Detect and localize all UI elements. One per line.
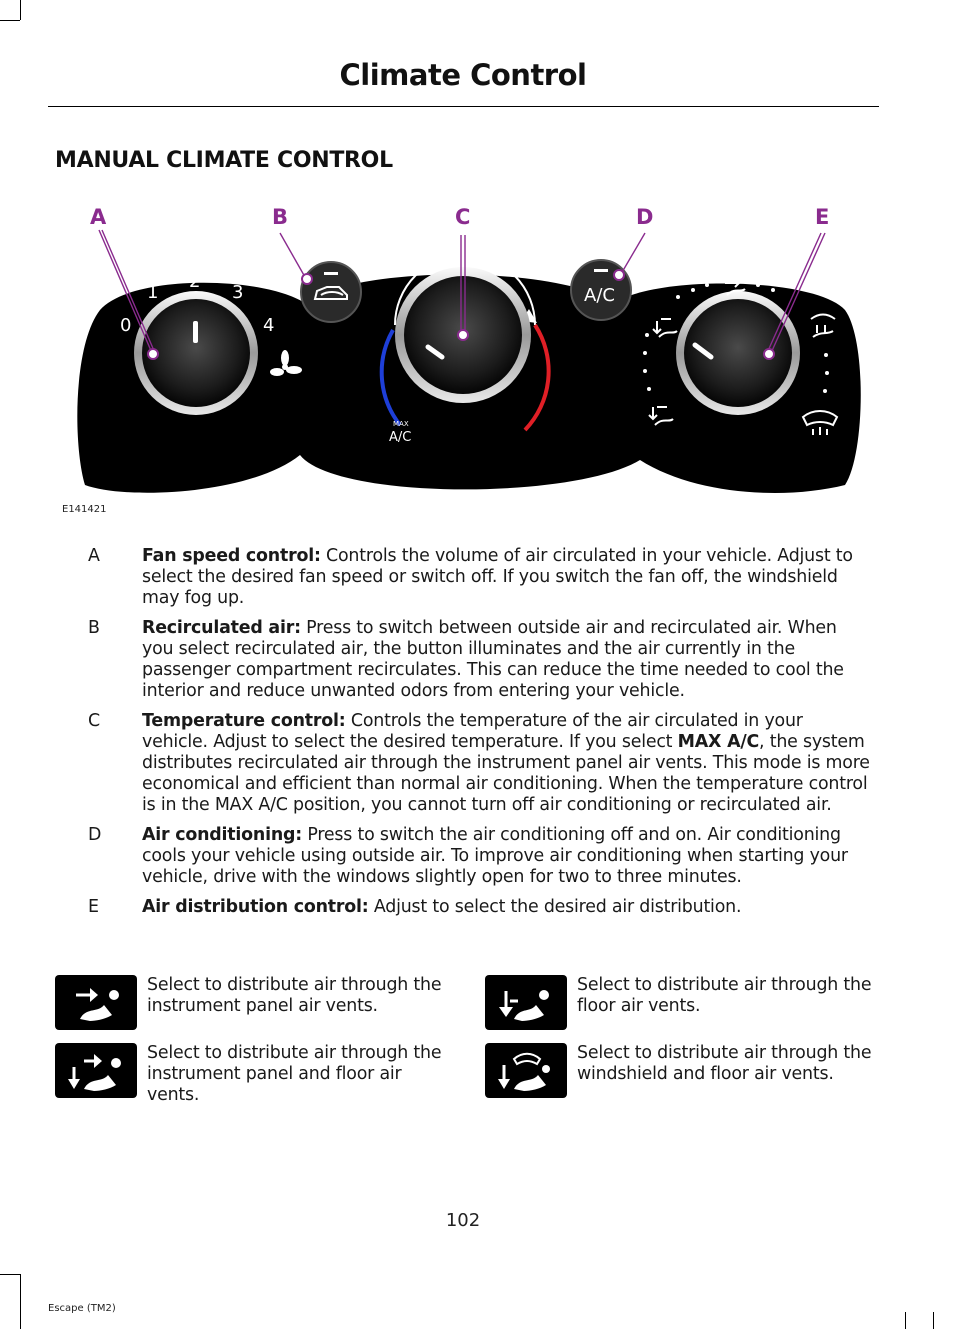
fan-speed-label: 0 bbox=[120, 315, 131, 336]
callout-letter: D bbox=[88, 825, 102, 845]
fan-icon bbox=[270, 350, 302, 376]
page-number: 102 bbox=[445, 1210, 481, 1231]
windshield-floor-vent-icon bbox=[810, 313, 836, 338]
temperature-knob-indicator bbox=[425, 344, 445, 360]
callout-text: Temperature control: Controls the temper… bbox=[142, 711, 870, 816]
fan-speed-label: 4 bbox=[263, 315, 274, 336]
callout-description: Controls the temperature of the air circ… bbox=[142, 711, 803, 752]
callout-text: Air distribution control: Adjust to sele… bbox=[142, 897, 870, 918]
fan-speed-label: 1 bbox=[147, 282, 158, 303]
mode-icon-box bbox=[55, 975, 137, 1030]
callout-description: Controls the volume of air circulated in… bbox=[142, 546, 853, 608]
fan-speed-label: 3 bbox=[232, 282, 243, 303]
mode-item: Select to distribute air through the flo… bbox=[485, 975, 877, 1030]
crop-mark bbox=[0, 20, 20, 21]
callout-list: A Fan speed control: Controls the volume… bbox=[62, 546, 870, 927]
figure-id: E141421 bbox=[62, 504, 107, 515]
crop-mark bbox=[0, 1274, 20, 1275]
callout-term: Recirculated air: bbox=[142, 618, 301, 638]
callout-letter: A bbox=[88, 546, 100, 566]
callout-item: C Temperature control: Controls the temp… bbox=[62, 711, 870, 816]
callout-description-cont: , the system distributes recirculated ai… bbox=[142, 732, 870, 815]
fan-speed-label: 2 bbox=[189, 271, 200, 292]
callout-term: Air conditioning: bbox=[142, 825, 303, 845]
max-ac-label: A/C bbox=[389, 430, 411, 445]
distribution-knob-indicator bbox=[692, 342, 714, 360]
panel-vent-icon bbox=[76, 987, 119, 1021]
mode-item: Select to distribute air through the win… bbox=[485, 1043, 877, 1098]
panel-floor-vent-icon bbox=[68, 1053, 121, 1091]
mode-icon-box bbox=[55, 1043, 137, 1098]
crop-mark bbox=[905, 1312, 906, 1329]
climate-control-figure: 0 1 2 3 4 MAX A/C A/C bbox=[55, 195, 870, 500]
callout-item: D Air conditioning: Press to switch the … bbox=[62, 825, 870, 888]
callout-item: A Fan speed control: Controls the volume… bbox=[62, 546, 870, 609]
callout-term: Temperature control: bbox=[142, 711, 346, 731]
callout-text: Fan speed control: Controls the volume o… bbox=[142, 546, 870, 609]
floor-vent-icon bbox=[648, 406, 674, 426]
callout-letter: B bbox=[88, 618, 100, 638]
callout-letter-b: B bbox=[272, 205, 288, 229]
fan-knob-indicator bbox=[193, 321, 198, 343]
mode-text: Select to distribute air through the flo… bbox=[577, 975, 872, 1016]
callout-letter-a: A bbox=[90, 205, 107, 229]
page-title: Climate Control bbox=[339, 58, 587, 92]
mode-icon-box bbox=[485, 1043, 567, 1098]
floor-vent-icon bbox=[499, 989, 549, 1021]
callout-letter-d: D bbox=[636, 205, 653, 229]
callout-description: Adjust to select the desired air distrib… bbox=[368, 897, 742, 917]
mode-item: Select to distribute air through the ins… bbox=[55, 975, 447, 1030]
callout-item: B Recirculated air: Press to switch betw… bbox=[62, 618, 870, 702]
callout-term: Air distribution control: bbox=[142, 897, 369, 917]
callout-text: Recirculated air: Press to switch betwee… bbox=[142, 618, 870, 702]
panel-vent-icon bbox=[725, 278, 746, 296]
footer-model: Escape (TM2) bbox=[48, 1303, 116, 1314]
mode-text: Select to distribute air through the ins… bbox=[147, 1043, 442, 1105]
title-rule bbox=[48, 106, 879, 107]
mode-text: Select to distribute air through the win… bbox=[577, 1043, 872, 1084]
max-label: MAX bbox=[393, 420, 409, 428]
recirculation-icon bbox=[313, 286, 348, 300]
panel-floor-vent-icon bbox=[652, 318, 678, 338]
crop-mark bbox=[20, 0, 21, 20]
climate-panel-illustration: 0 1 2 3 4 MAX A/C A/C bbox=[77, 205, 861, 493]
distribution-detents bbox=[643, 283, 829, 393]
distribution-knob[interactable] bbox=[684, 299, 792, 407]
callout-description: Press to switch the air conditioning off… bbox=[142, 825, 848, 887]
hot-scale bbox=[523, 323, 551, 432]
callout-strong: MAX A/C bbox=[677, 732, 760, 752]
cold-scale bbox=[379, 329, 402, 427]
callout-text: Air conditioning: Press to switch the ai… bbox=[142, 825, 870, 888]
ac-indicator bbox=[594, 269, 608, 272]
mode-item: Select to distribute air through the ins… bbox=[55, 1043, 447, 1106]
mode-icon-box bbox=[485, 975, 567, 1030]
callout-letter-e: E bbox=[815, 205, 829, 229]
fan-knob[interactable] bbox=[142, 299, 250, 407]
section-heading: MANUAL CLIMATE CONTROL bbox=[55, 148, 393, 173]
callout-letter: C bbox=[88, 711, 100, 731]
callout-description: Press to switch between outside air and … bbox=[142, 618, 844, 701]
callout-leaders bbox=[98, 229, 826, 354]
windshield-floor-vent-icon bbox=[498, 1052, 550, 1091]
recirculation-indicator bbox=[324, 272, 338, 275]
ac-button-label: A/C bbox=[584, 285, 615, 306]
crop-mark bbox=[20, 1274, 21, 1329]
defrost-icon bbox=[801, 410, 839, 435]
callout-letter: E bbox=[88, 897, 99, 917]
callout-term: Fan speed control: bbox=[142, 546, 321, 566]
callout-letter-c: C bbox=[455, 205, 470, 229]
crop-mark bbox=[933, 1312, 934, 1329]
mode-text: Select to distribute air through the ins… bbox=[147, 975, 442, 1016]
callout-dots bbox=[147, 269, 775, 360]
callout-item: E Air distribution control: Adjust to se… bbox=[62, 897, 870, 918]
